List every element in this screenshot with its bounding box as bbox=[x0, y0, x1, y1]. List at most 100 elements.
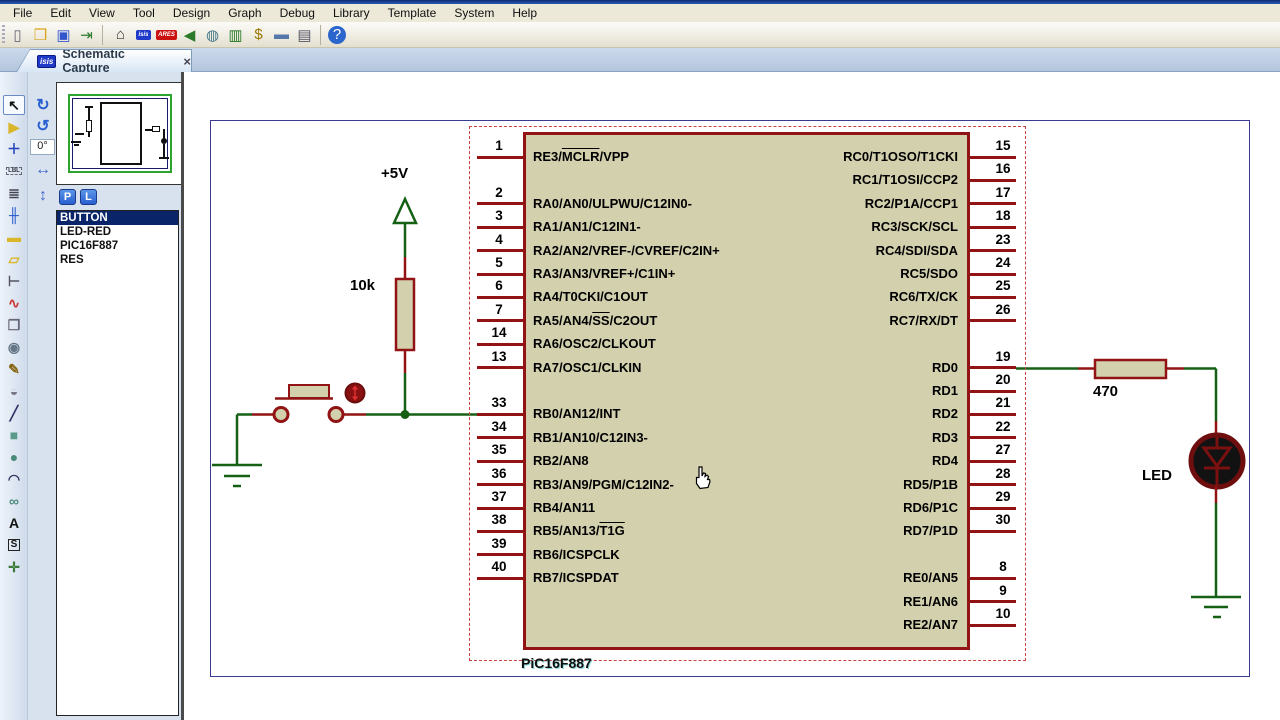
pin-label-ra5: RA5/AN4/SS/C2OUT bbox=[533, 312, 658, 328]
toolbar-separator bbox=[102, 24, 103, 45]
device-pin-mode-icon[interactable]: ⊢ bbox=[7, 272, 21, 289]
pin-number-1: 1 bbox=[495, 138, 503, 153]
pin-label-re0: RE0/AN5 bbox=[903, 570, 958, 586]
web-globe-icon[interactable]: ◍ bbox=[205, 26, 220, 44]
new-file-icon[interactable]: ▯ bbox=[13, 26, 22, 44]
pin-number-22: 22 bbox=[995, 418, 1011, 434]
pin-number-40: 40 bbox=[491, 559, 507, 575]
pin-label-rd3: RD3 bbox=[931, 429, 958, 445]
menu-item-debug[interactable]: Debug bbox=[279, 6, 315, 20]
ares-app-icon[interactable]: ARES bbox=[156, 29, 177, 40]
menu-item-view[interactable]: View bbox=[89, 6, 115, 20]
marker-2d-icon[interactable]: ✛ bbox=[8, 558, 20, 575]
home-icon[interactable]: ⌂ bbox=[115, 26, 126, 43]
isis-app-icon[interactable]: isis bbox=[136, 29, 151, 40]
pin-label-rd5: RD5/P1B bbox=[903, 476, 958, 492]
junction-dot-mode-icon[interactable]: ＋ bbox=[7, 141, 21, 157]
bom-dollar-icon[interactable]: $ bbox=[254, 26, 263, 43]
pin-stub-16 bbox=[970, 178, 1016, 182]
menu-item-template[interactable]: Template bbox=[387, 6, 437, 20]
pin-stub-18 bbox=[970, 225, 1016, 229]
generator-mode-icon[interactable]: ◉ bbox=[7, 338, 21, 355]
box-2d-icon[interactable]: ■ bbox=[9, 427, 19, 443]
component-list-item-led-red[interactable]: LED-RED bbox=[60, 226, 112, 238]
component-list-item-pic16f887[interactable]: PIC16F887 bbox=[60, 240, 119, 252]
pin-number-24: 24 bbox=[995, 255, 1011, 270]
pick-devices-button[interactable]: P bbox=[59, 189, 76, 205]
pin-number-4: 4 bbox=[495, 231, 503, 247]
rotation-angle-field[interactable]: 0° bbox=[30, 139, 55, 155]
pin-label-ra7: RA7/OSC1/CLKIN bbox=[533, 359, 642, 375]
menu-item-graph[interactable]: Graph bbox=[228, 6, 262, 20]
menu-item-help[interactable]: Help bbox=[512, 6, 538, 20]
pin-number-21: 21 bbox=[995, 395, 1011, 411]
pin-stub-6 bbox=[477, 295, 523, 299]
pin-number-23: 23 bbox=[995, 231, 1011, 247]
pin-number-39: 39 bbox=[491, 535, 507, 551]
component-mode-icon[interactable]: ▶ bbox=[8, 118, 20, 135]
circle-2d-icon[interactable]: ● bbox=[9, 449, 19, 465]
tab-close-icon[interactable]: × bbox=[183, 53, 191, 69]
pin-label-ra6: RA6/OSC2/CLKOUT bbox=[533, 336, 656, 352]
pin-stub-25 bbox=[970, 295, 1016, 299]
announce-horn-icon[interactable]: ◀ bbox=[183, 26, 196, 44]
pin-stub-36 bbox=[477, 483, 523, 487]
selection-pointer-icon[interactable]: ↖ bbox=[3, 95, 25, 115]
popup-mode-icon[interactable]: ❐ bbox=[7, 316, 21, 333]
tab-bar: isis Schematic Capture × bbox=[0, 48, 1280, 72]
open-folder-icon[interactable]: ❒ bbox=[33, 26, 48, 44]
text-script-mode-icon[interactable]: ≣ bbox=[8, 184, 20, 201]
main-toolbar: ▯ ❒ ▣ ⇥ ⌂ isis ARES ◀ ◍ ▥ $ ▬ ▤? bbox=[0, 22, 1280, 48]
menu-item-edit[interactable]: Edit bbox=[50, 6, 72, 20]
pin-number-16: 16 bbox=[995, 161, 1011, 177]
current-probe-mode-icon[interactable]: ◒ bbox=[9, 383, 19, 399]
wire-label-mode-icon[interactable]: LBL bbox=[6, 167, 22, 175]
pin-label-rc5: RC5/SDO bbox=[900, 266, 958, 281]
pin-label-rd4: RD4 bbox=[931, 453, 958, 469]
pin-label-rc3: RC3/SCK/SCL bbox=[871, 219, 958, 235]
import-door-icon[interactable]: ⇥ bbox=[80, 26, 93, 44]
pin-stub-19 bbox=[970, 366, 1016, 370]
component-list-item-res[interactable]: RES bbox=[60, 254, 84, 266]
tab-label: Schematic Capture bbox=[62, 47, 125, 75]
toolbar-grip[interactable] bbox=[2, 24, 5, 45]
gerber-bar-icon[interactable]: ▬ bbox=[274, 26, 289, 43]
help-icon[interactable]: ? bbox=[328, 25, 346, 44]
arc-2d-icon[interactable]: ◠ bbox=[7, 470, 21, 487]
graph-mode-icon[interactable]: ∿ bbox=[8, 294, 20, 311]
pin-stub-3 bbox=[477, 225, 523, 229]
subcircuit-mode-icon[interactable]: ▬ bbox=[7, 229, 21, 245]
menu-item-file[interactable]: File bbox=[13, 6, 33, 20]
menu-item-system[interactable]: System bbox=[454, 6, 495, 20]
rotate-cw-button[interactable]: ↻ bbox=[36, 97, 50, 114]
pin-label-rd0: RD0 bbox=[931, 359, 958, 375]
menu-item-library[interactable]: Library bbox=[332, 6, 370, 20]
save-icon[interactable]: ▣ bbox=[56, 26, 71, 44]
refresh-document-icon[interactable]: ▥ bbox=[228, 26, 243, 44]
path-2d-icon[interactable]: ∞ bbox=[9, 493, 19, 509]
symbol-2d-icon[interactable]: S bbox=[3, 535, 25, 555]
mirror-vertical-button[interactable]: ↕ bbox=[39, 187, 47, 204]
text-2d-icon[interactable]: A bbox=[8, 515, 20, 531]
terminal-mode-icon[interactable]: ▱ bbox=[8, 250, 20, 267]
pin-label-rc0: RC0/T1OSO/T1CKI bbox=[843, 149, 958, 164]
pin-label-ra1: RA1/AN1/C12IN1- bbox=[533, 219, 641, 235]
overview-preview[interactable] bbox=[56, 82, 183, 185]
rotate-ccw-button[interactable]: ↺ bbox=[36, 118, 50, 135]
panel-divider[interactable] bbox=[181, 72, 184, 720]
component-list-item-button[interactable]: BUTTON bbox=[57, 211, 178, 225]
pin-label-rb7: RB7/ICSPDAT bbox=[533, 570, 619, 586]
menu-item-design[interactable]: Design bbox=[172, 6, 211, 20]
pin-stub-21 bbox=[970, 412, 1016, 416]
tab-schematic-capture[interactable]: isis Schematic Capture × bbox=[16, 49, 192, 72]
bus-mode-icon[interactable]: ╫ bbox=[9, 207, 19, 223]
voltage-probe-mode-icon[interactable]: ✎ bbox=[8, 360, 20, 377]
menu-item-tool[interactable]: Tool bbox=[132, 6, 155, 20]
library-button[interactable]: L bbox=[80, 189, 97, 205]
mirror-horizontal-button[interactable]: ↔ bbox=[35, 161, 51, 178]
pin-label-rb4: RB4/AN11 bbox=[533, 500, 596, 515]
notes-document-icon[interactable]: ▤ bbox=[297, 26, 312, 44]
line-2d-icon[interactable]: ╱ bbox=[9, 404, 19, 421]
pic16f887-chip[interactable] bbox=[523, 132, 970, 650]
